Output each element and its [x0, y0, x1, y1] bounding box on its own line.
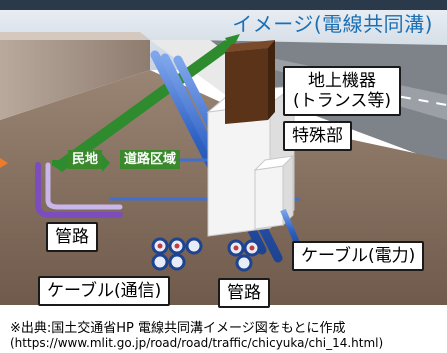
label-surface-equipment-line1: 地上機器 — [308, 71, 376, 91]
private-service-pipe-2 — [45, 162, 123, 210]
wall-face — [0, 32, 150, 40]
transformer-side — [268, 40, 275, 120]
transformer-top — [225, 40, 275, 52]
pipe-ends-red-core — [157, 243, 255, 251]
private-land-wall — [0, 40, 150, 120]
label-surface-equipment: 地上機器 (トランス等) — [283, 66, 401, 116]
label-road-area: 道路区域 — [120, 150, 181, 169]
source-note: ※出典:国土交通省HP 電線共同溝イメージ図をもとに作成 (https://ww… — [10, 321, 383, 351]
label-cable-power: ケーブル(電力) — [292, 241, 425, 271]
small-vault-front — [254, 165, 284, 230]
source-line1: ※出典:国土交通省HP 電線共同溝イメージ図をもとに作成 — [10, 321, 346, 336]
diagram-title: イメージ(電線共同溝) — [232, 12, 433, 36]
label-special-section: 特殊部 — [283, 121, 352, 151]
top-strip — [0, 0, 447, 10]
private-service-pipe — [35, 162, 123, 218]
label-cable-comm: ケーブル(通信) — [38, 276, 171, 306]
source-band — [0, 305, 447, 353]
label-surface-equipment-line2: (トランス等) — [293, 91, 391, 111]
left-marker — [0, 158, 8, 168]
source-url: (https://www.mlit.go.jp/road/road/traffi… — [10, 336, 384, 350]
small-vault-side — [282, 154, 294, 227]
transformer-box — [225, 48, 268, 124]
road-area-arrowhead — [225, 34, 240, 50]
label-conduit-bottom: 管路 — [218, 278, 270, 308]
label-private-land: 民地 — [68, 150, 103, 169]
label-conduit-left: 管路 — [46, 222, 98, 252]
